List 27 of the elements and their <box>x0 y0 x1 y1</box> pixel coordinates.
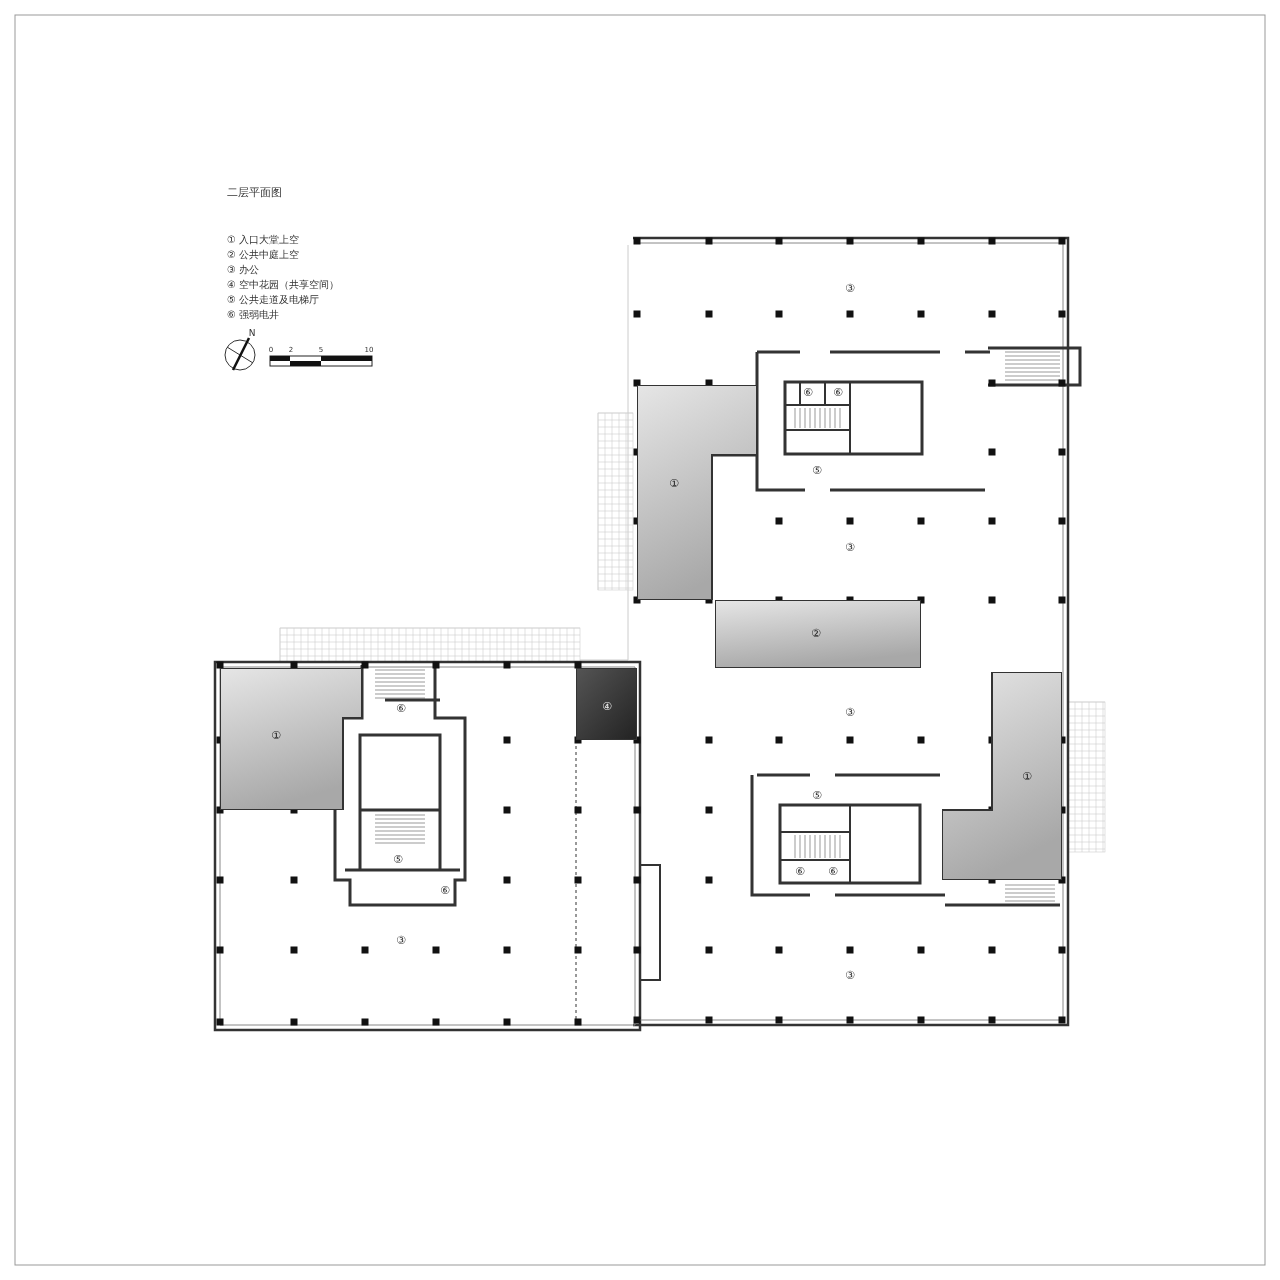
legend-item: ⑥ 强弱电井 <box>227 309 280 321</box>
room-number: ③ <box>845 283 855 295</box>
area-number: ① <box>271 730 281 742</box>
legend-item: ③ 办公 <box>227 264 260 276</box>
legend-item: ⑤ 公共走道及电梯厅 <box>227 294 320 306</box>
room-number: ⑥ <box>795 866 805 878</box>
room-number: ⑥ <box>828 866 838 878</box>
area-number: ① <box>1022 771 1032 783</box>
area-number: ④ <box>602 701 612 713</box>
room-number: ⑥ <box>833 387 843 399</box>
room-number: ⑥ <box>803 387 813 399</box>
room-number: ⑥ <box>440 885 450 897</box>
room-number: ⑤ <box>393 854 403 866</box>
plan-title: 二层平面图 <box>227 187 282 199</box>
legend-item: ② 公共中庭上空 <box>227 249 300 261</box>
area-number: ① <box>669 478 679 490</box>
legend-item: ① 入口大堂上空 <box>227 234 300 246</box>
north-label: N <box>248 327 256 339</box>
area-number: ② <box>811 628 821 640</box>
legend-item: ④ 空中花园（共享空间） <box>227 279 340 291</box>
room-number: ③ <box>845 542 855 554</box>
room-number: ③ <box>845 707 855 719</box>
room-number: ③ <box>845 970 855 982</box>
room-number: ⑤ <box>812 790 822 802</box>
room-number: ③ <box>396 935 406 947</box>
room-number: ⑤ <box>812 465 822 477</box>
room-number: ⑥ <box>396 703 406 715</box>
